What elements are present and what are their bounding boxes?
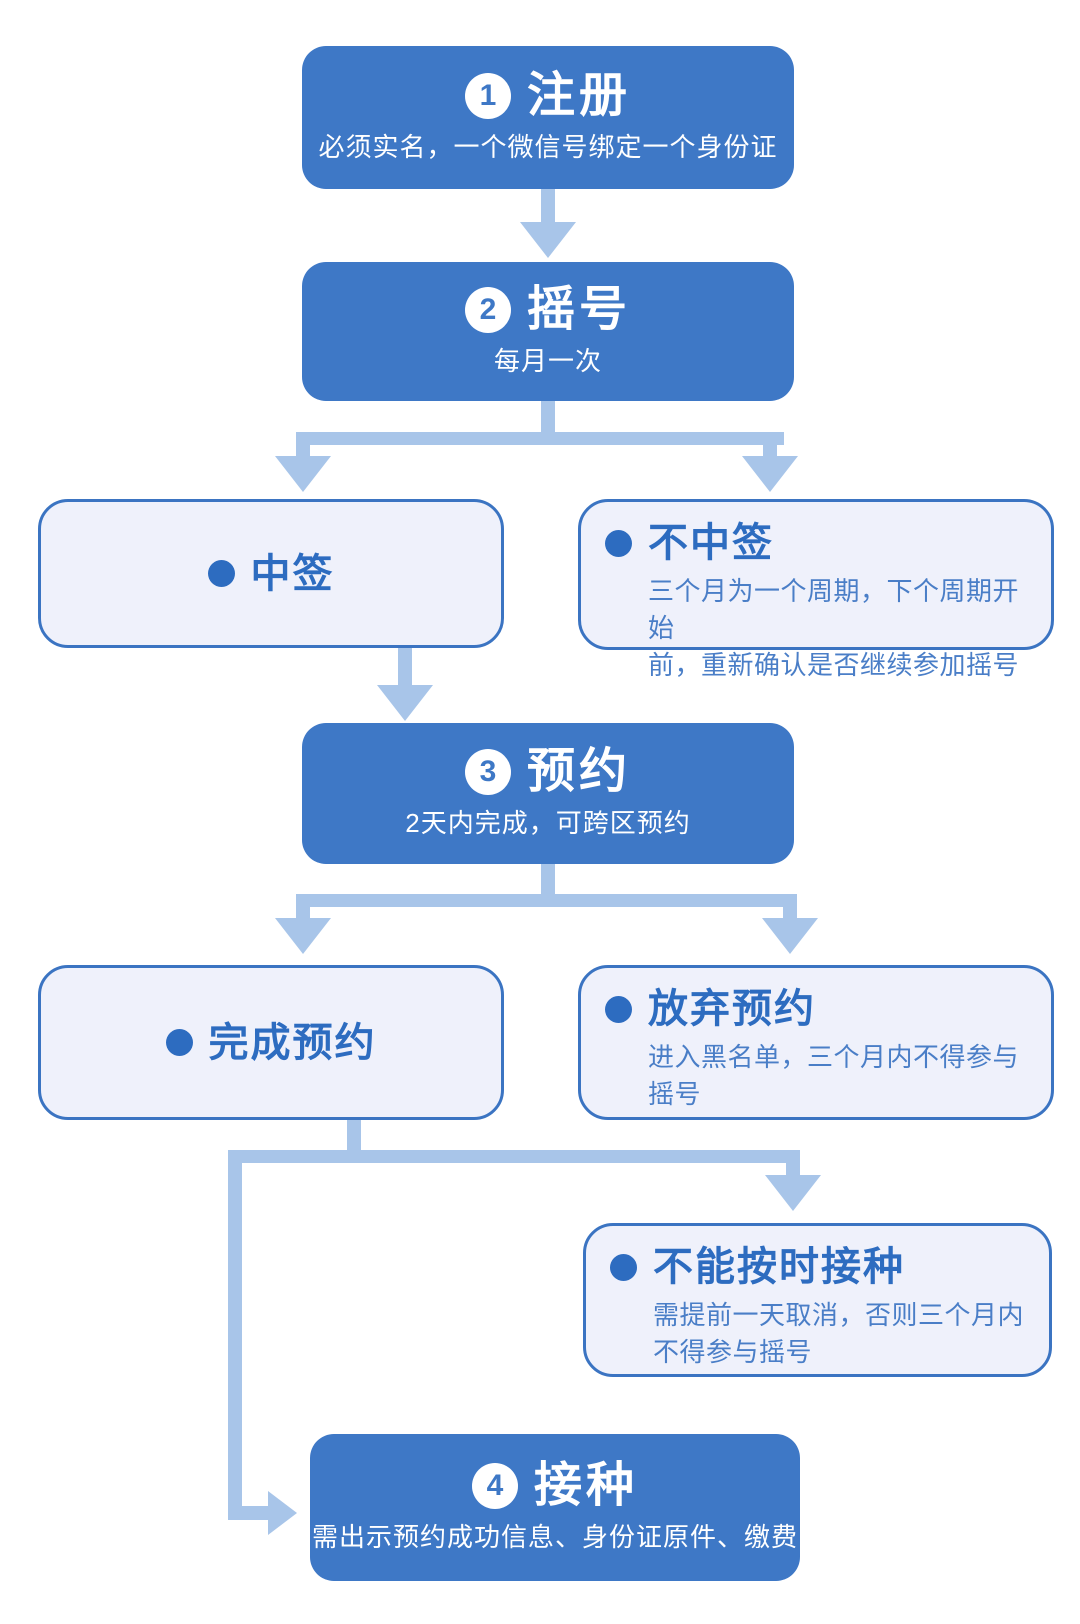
node-step1-subtitle: 必须实名，一个微信号绑定一个身份证 — [318, 131, 778, 162]
branch3-left-leg — [228, 1163, 242, 1520]
node-abandon-title: 放弃预约 — [648, 987, 816, 1031]
arrow-register-to-lottery-stem — [541, 189, 555, 224]
step-number-3: 3 — [479, 754, 497, 788]
node-miss-desc-line2: 不得参与摇号 — [653, 1337, 813, 1367]
branch1-left-leg — [296, 445, 310, 458]
node-step4-title: 接种 — [533, 1458, 638, 1512]
node-step3-title-row: 3 预约 — [464, 744, 631, 798]
node-outcome-complete: 完成预约 — [38, 965, 504, 1120]
node-outcome-lose: 不中签 三个月为一个周期，下个周期开始 前，重新确认是否继续参加摇号 — [578, 499, 1054, 680]
node-step3-title: 预约 — [526, 744, 631, 798]
step-number-4-icon: 4 — [471, 1462, 518, 1509]
node-miss-title-row: 不能按时接种 — [610, 1244, 1029, 1290]
node-step3-appointment: 3 预约 2天内完成，可跨区预约 — [302, 723, 794, 864]
node-step3-subtitle: 2天内完成，可跨区预约 — [405, 807, 691, 838]
step-number-3-icon: 3 — [464, 748, 511, 795]
node-abandon-desc-line2: 摇号 — [648, 1079, 702, 1109]
step-number-2: 2 — [479, 292, 497, 326]
branch1-right-leg — [763, 445, 777, 458]
branch2-right-arrow-icon — [762, 918, 818, 954]
branch1-stem — [541, 401, 555, 432]
node-lose-desc: 三个月为一个周期，下个周期开始 前，重新确认是否继续参加摇号 — [648, 573, 1031, 684]
branch2-right-leg — [783, 907, 797, 920]
node-step2-title: 摇号 — [526, 282, 631, 336]
node-step4-vaccinate: 4 接种 需出示预约成功信息、身份证原件、缴费 — [310, 1434, 800, 1581]
node-step2-subtitle: 每月一次 — [493, 345, 602, 376]
bullet-icon — [207, 560, 235, 587]
branch3-stem — [347, 1120, 361, 1150]
node-lose-desc-line1: 三个月为一个周期，下个周期开始 — [648, 576, 1020, 643]
bullet-icon — [605, 995, 632, 1023]
node-abandon-title-row: 放弃预约 — [605, 986, 1031, 1032]
node-complete-title: 完成预约 — [208, 1020, 377, 1065]
step-number-1: 1 — [479, 78, 497, 112]
node-step4-title-row: 4 接种 — [471, 1458, 638, 1512]
node-miss-desc: 需提前一天取消，否则三个月内 不得参与摇号 — [653, 1297, 1029, 1371]
node-step1-title: 注册 — [526, 68, 631, 122]
arrow-win-to-appointment-stem — [398, 648, 412, 687]
node-outcome-abandon: 放弃预约 进入黑名单，三个月内不得参与 摇号 — [578, 965, 1054, 1120]
node-abandon-desc: 进入黑名单，三个月内不得参与 摇号 — [648, 1039, 1031, 1113]
node-step2-lottery: 2 摇号 每月一次 — [302, 262, 794, 401]
node-win-title: 中签 — [250, 551, 335, 596]
node-lose-title: 不中签 — [648, 521, 774, 565]
bullet-icon — [605, 529, 632, 557]
arrow-register-to-lottery-head-icon — [520, 222, 576, 258]
node-lose-desc-line2: 前，重新确认是否继续参加摇号 — [648, 650, 1020, 680]
node-miss-title: 不能按时接种 — [653, 1245, 905, 1289]
node-step2-title-row: 2 摇号 — [464, 282, 631, 336]
branch2-left-arrow-icon — [275, 918, 331, 954]
branch3-bottom-stub — [228, 1506, 268, 1520]
node-win-title-row: 中签 — [207, 551, 335, 597]
branch1-right-arrow-icon — [742, 456, 798, 492]
node-step1-register: 1 注册 必须实名，一个微信号绑定一个身份证 — [302, 46, 794, 189]
bullet-icon — [610, 1253, 637, 1281]
branch1-crossbar — [296, 432, 784, 445]
node-complete-title-row: 完成预约 — [165, 1020, 377, 1066]
branch2-left-leg — [296, 907, 310, 920]
node-miss-desc-line1: 需提前一天取消，否则三个月内 — [653, 1300, 1025, 1330]
step-number-2-icon: 2 — [464, 286, 511, 333]
node-outcome-win: 中签 — [38, 499, 504, 648]
step-number-1-icon: 1 — [464, 72, 511, 119]
bullet-icon — [165, 1029, 193, 1056]
node-lose-title-row: 不中签 — [605, 520, 1031, 566]
branch2-stem — [541, 864, 555, 894]
step-number-4: 4 — [486, 1468, 504, 1502]
node-step4-subtitle: 需出示预约成功信息、身份证原件、缴费 — [311, 1521, 798, 1552]
branch3-right-arrow-icon — [765, 1175, 821, 1211]
branch1-left-arrow-icon — [275, 456, 331, 492]
node-step1-title-row: 1 注册 — [464, 68, 631, 122]
arrow-win-to-appointment-head-icon — [377, 685, 433, 721]
branch3-crossbar — [228, 1150, 800, 1163]
node-outcome-miss: 不能按时接种 需提前一天取消，否则三个月内 不得参与摇号 — [583, 1223, 1052, 1377]
branch3-right-leg — [786, 1163, 800, 1177]
branch2-crossbar — [296, 894, 797, 907]
arrow-complete-to-vaccinate-head-icon — [268, 1491, 297, 1535]
node-abandon-desc-line1: 进入黑名单，三个月内不得参与 — [648, 1042, 1020, 1072]
